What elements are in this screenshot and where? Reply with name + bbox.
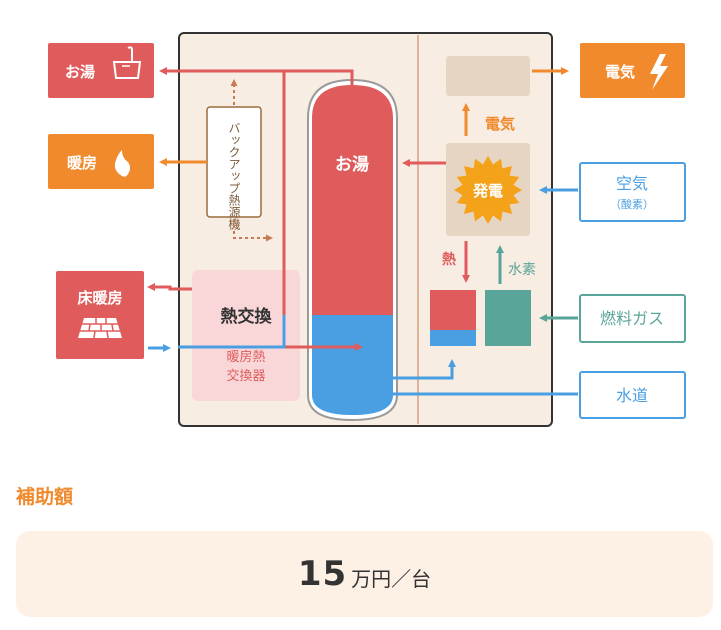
floor-heating-output-label: 床暖房 [77,289,122,307]
heating-exchanger-label-1: 暖房熱 [226,349,265,365]
water-supply-input-label: 水道 [616,386,648,405]
exchanger-cold-line [178,315,286,349]
hydrogen-label: 水素 [508,262,536,278]
hot-water-output: お湯 [48,43,154,98]
heat-label: 熱 [442,251,456,268]
air-input: 空気 （酸素） [579,162,686,222]
fuel-gas-input: 燃料ガス [579,294,686,343]
heat-exchanger-label: 熱交換 [221,306,273,327]
water-supply-flow [328,359,578,396]
air-input-note: （酸素） [610,197,654,211]
heat-unit [430,290,476,346]
electricity-output-label: 電気 [605,63,635,81]
heat-exchanger-box [192,270,300,401]
storage-tank [307,78,398,422]
electricity-label: 電気 [485,115,515,133]
hot-water-output-label: お湯 [65,63,95,81]
subsidy-box: 15 万円／台 [16,531,713,617]
bathtub-icon [112,46,142,79]
fuel-gas-input-label: 燃料ガス [600,309,664,328]
subsidy-heading: 補助額 [16,486,74,508]
hot-water-flow [159,67,354,86]
generation-burst [454,156,522,224]
air-input-label: 空気 [616,174,648,193]
subsidy-unit: 万円／台 [351,566,432,591]
subsidy-amount: 15 [297,554,348,594]
heating-exchanger-label-2: 交換器 [226,368,265,384]
backup-dotted-down [233,219,273,242]
heating-output: 暖房 [48,134,154,189]
power-output-box [446,56,530,96]
tank-label: お湯 [335,155,369,175]
water-supply-input: 水道 [579,371,686,419]
ene-farm-diagram: 熱交換 暖房熱 交換器 バックアップ熱源機 お湯 電気 発電 熱 水素 [48,32,686,427]
floor-heating-output: 床暖房 [56,271,144,359]
fuel-cell-stack [485,290,531,346]
electricity-output: 電気 [580,43,685,98]
heating-output-label: 暖房 [67,154,97,172]
backup-heater-label: バックアップ熱源機 [227,122,241,230]
flame-icon [114,150,130,177]
floor-heating-return [147,283,192,291]
lightning-icon [650,54,668,90]
generation-label: 発電 [472,182,503,200]
floor-icon [78,318,122,339]
